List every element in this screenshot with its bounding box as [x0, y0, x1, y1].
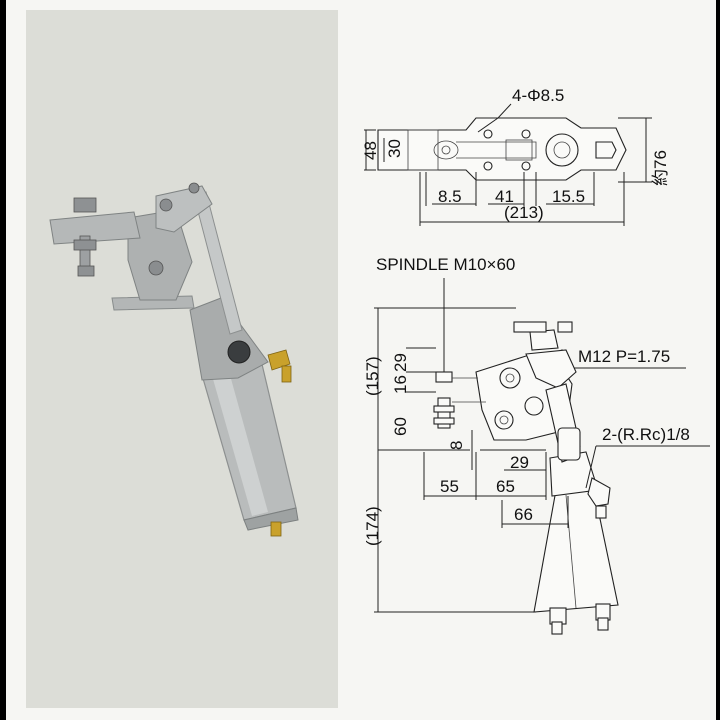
dim-left-60: 60: [391, 417, 410, 436]
dim-bottom-3: 15.5: [552, 187, 585, 206]
dim-height-inner: 30: [385, 139, 404, 158]
dim-55: 55: [440, 477, 459, 496]
dim-left-29: 29: [391, 353, 410, 372]
hole-callout: 4-Φ8.5: [512, 86, 564, 105]
side-view: SPINDLE M10×60: [363, 255, 710, 635]
dim-height-outer: 48: [361, 141, 380, 160]
dim-66: 66: [514, 505, 533, 524]
technical-drawing: 4-Φ8.5 48 30 約76 8.5 41 15.5: [49, 86, 710, 635]
top-view: 4-Φ8.5 48 30 約76 8.5 41 15.5: [361, 86, 670, 226]
dim-lower-height: (174): [363, 506, 382, 546]
dim-width-side: 約76: [651, 150, 670, 186]
port-label: 2-(R.Rc)1/8: [602, 425, 690, 444]
thread-label: M12 P=1.75: [578, 347, 670, 366]
dim-bottom-2: 41: [495, 187, 514, 206]
dim-left-16: 16: [391, 375, 410, 394]
dim-65: 65: [496, 477, 515, 496]
dim-bottom-1: 8.5: [438, 187, 462, 206]
dim-8: 8: [447, 441, 466, 450]
catalog-sheet: 4-Φ8.5 48 30 約76 8.5 41 15.5: [6, 0, 716, 720]
dim-29: 29: [510, 453, 529, 472]
dim-overall-length: (213): [504, 203, 544, 222]
dim-upper-height: (157): [363, 356, 382, 396]
spindle-label: SPINDLE M10×60: [376, 255, 515, 274]
clamp-photo: [49, 182, 299, 537]
